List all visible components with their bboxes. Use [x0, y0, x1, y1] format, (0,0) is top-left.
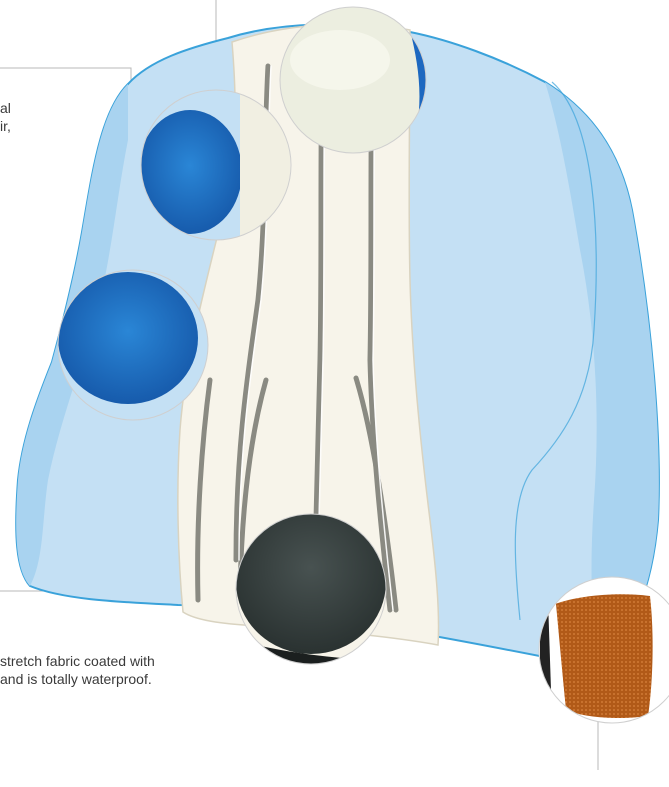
caption-bottom: stretch fabric coated with and is totall… — [0, 652, 155, 688]
caption-top-line-1: al — [0, 100, 11, 116]
caption-bottom-line-2: and is totally waterproof. — [0, 671, 152, 687]
caption-bottom-line-1: stretch fabric coated with — [0, 653, 155, 669]
cream-fabric-swatch — [280, 7, 426, 153]
caption-top-line-2: ir, — [0, 118, 11, 134]
caption-top: al ir, — [0, 99, 11, 135]
blue-foam-swatch-lower — [58, 270, 208, 420]
